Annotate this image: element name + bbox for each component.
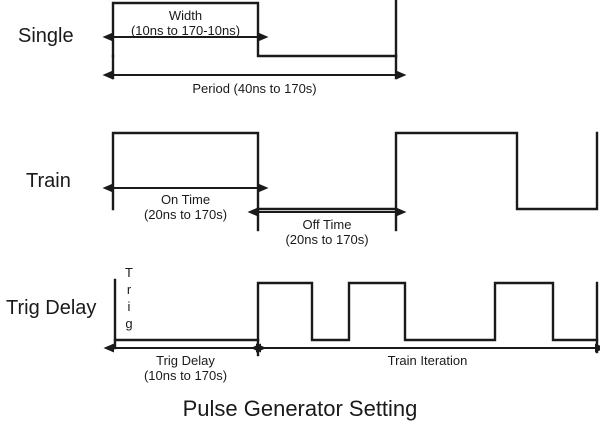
row-label-single: Single [18,25,74,47]
annotation-width-name: Width [168,8,203,23]
annotation-period-name: Period (40ns to 170s) [192,81,317,96]
annotation-trig-delay: Trig Delay (10ns to 170s) [113,353,258,383]
row-label-train: Train [26,170,71,192]
annotation-off-time-range: (20ns to 170s) [285,232,369,247]
trigger-vertical-label: T r i g [122,264,136,332]
annotation-off-time: Off Time (20ns to 170s) [258,217,396,247]
waveform-trig-delay [113,281,599,357]
trigger-letter-i: i [127,299,131,314]
trigger-letter-g: g [125,316,133,331]
annotation-train-iteration-name: Train Iteration [387,353,468,368]
annotation-trig-delay-range: (10ns to 170s) [143,368,228,383]
annotation-width: Width (10ns to 170-10ns) [113,8,258,38]
annotation-train-iteration: Train Iteration [260,353,595,368]
annotation-on-time: On Time (20ns to 170s) [113,192,258,222]
annotation-on-time-name: On Time [160,192,211,207]
annotation-trig-delay-name: Trig Delay [156,353,215,368]
row-label-trig-delay: Trig Delay [6,297,97,319]
trigger-letter-r: r [126,282,132,297]
annotation-off-time-name: Off Time [302,217,352,232]
annotation-on-time-range: (20ns to 170s) [143,207,228,222]
diagram-title: Pulse Generator Setting [182,396,418,421]
annotation-period: Period (40ns to 170s) [113,81,396,96]
trigger-letter-t: T [125,265,133,280]
annotation-width-range: (10ns to 170-10ns) [130,23,241,38]
